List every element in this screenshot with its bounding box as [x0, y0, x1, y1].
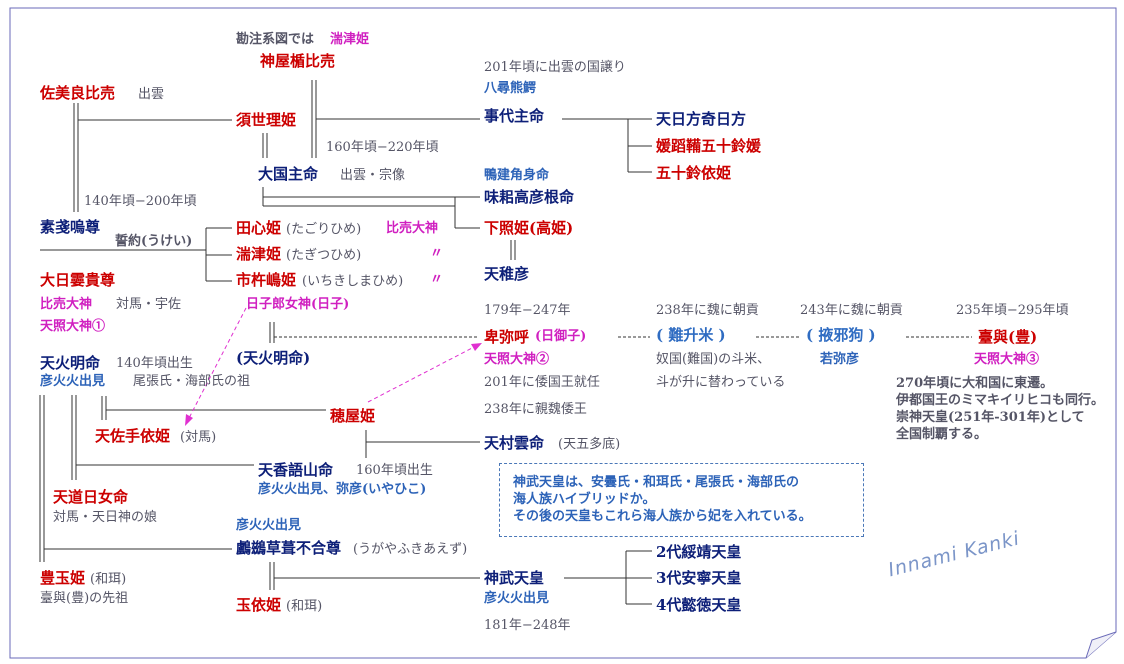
label-tagitsu-r: (たぎつひめ) [286, 248, 362, 263]
label-itoku: 4代懿徳天皇 [656, 596, 742, 614]
label-samira: 佐美良比売 [40, 84, 116, 102]
label-hoya: 穂屋姫 [330, 407, 376, 425]
note-box [499, 463, 864, 537]
label-suizei: 2代綏靖天皇 [656, 543, 742, 561]
label-tsushima-usa: 対馬・宇佐 [116, 297, 182, 312]
label-amaterasu1: 天照大神① [40, 319, 106, 334]
label-note2: 海人族ハイブリッドか。 [513, 492, 656, 507]
label-amesate: 天佐手依姫 [95, 427, 171, 445]
label-susanoo: 素戔嗚尊 [40, 218, 101, 236]
label-ditto2: 〃 [430, 272, 444, 287]
label-kanchu-name: 湍津姫 [330, 32, 370, 47]
label-nakoku: 奴国(難国)の斗米、 [656, 352, 771, 367]
label-hikohohode4: 彦火火出見 [484, 591, 550, 606]
label-owari: 尾張氏・海部氏の祖 [133, 374, 251, 389]
label-tagitsu: 湍津姫 [236, 245, 282, 263]
label-seiyaku: 誓約(うけい) [115, 234, 193, 249]
label-yakuyaku: ( 掖邪狗 ) [806, 326, 876, 344]
label-note1: 神武天皇は、安曇氏・和珥氏・尾張氏・海部氏の [513, 475, 800, 490]
label-east1: 270年頃に大和国に東遷。 [896, 376, 1054, 391]
label-year238b: 238年に親魏倭王 [484, 402, 587, 417]
label-wakayahiko: 若弥彦 [820, 352, 860, 367]
label-year140: 140年頃−200年頃 [84, 194, 197, 209]
label-amamurakumo: 天村雲命 [484, 434, 545, 452]
label-kamotaketsu: 鴨建角身命 [484, 168, 550, 183]
label-amaterasu2: 天照大神② [484, 352, 550, 367]
arrow-hoya-himiko [367, 345, 477, 403]
label-east4: 全国制覇する。 [896, 427, 988, 442]
label-year160b: 160年頃出生 [356, 463, 433, 478]
arrowhead-1 [185, 414, 193, 426]
label-toyotama-r: (和珥) [90, 572, 127, 587]
label-yahiro: 八尋熊鰐 [484, 81, 537, 96]
label-year235: 235年頃−295年頃 [956, 303, 1069, 318]
label-note3: その後の天皇もこれら海人族から妃を入れている。 [513, 509, 812, 524]
label-isuzuyori: 五十鈴依姫 [656, 164, 732, 182]
label-year140b: 140年頃出生 [116, 356, 193, 371]
label-nashime: ( 難升米 ) [656, 326, 726, 344]
label-ichiki-r: (いちきしまひめ) [302, 274, 404, 289]
label-amehigata: 天日方奇日方 [656, 110, 747, 128]
label-ugaya: 鸕鷀草葺不合尊 [236, 539, 342, 557]
label-kanchu: 勘注系図では [236, 32, 315, 47]
label-tsushima2: 対馬・天日神の娘 [53, 510, 158, 525]
label-izumo-munakata: 出雲・宗像 [340, 168, 406, 183]
label-ajisuki: 味耜高彦根命 [484, 188, 575, 206]
label-himiko-r: (日御子) [535, 329, 587, 344]
label-tagokori-r: (たごりひめ) [286, 222, 362, 237]
label-year179: 179年−247年 [484, 303, 571, 318]
label-hikohohode2: 彦火火出見、弥彦(いやひこ) [258, 482, 427, 497]
label-tomasu: 斗が升に替わっている [656, 375, 786, 390]
arrow-hiruko-amesate [187, 307, 247, 421]
label-amamurakumo-r: (天五多底) [558, 437, 621, 452]
label-hiruko: 日子郎女神(日子) [246, 297, 350, 312]
label-east3: 崇神天皇(251年-301年)として [896, 410, 1085, 425]
label-amenokaguyama: 天香語山命 [258, 461, 334, 479]
label-east2: 伊都国王のミマキイリヒコも同行。 [896, 393, 1105, 408]
label-ugaya-r: (うがやふきあえず) [353, 542, 468, 557]
label-year181: 181年−248年 [484, 618, 571, 633]
label-amaterasu3: 天照大神③ [974, 352, 1040, 367]
label-himeoo2: 比売大神 [40, 297, 93, 312]
label-year238: 238年に魏に朝貢 [656, 303, 759, 318]
label-hikohohode3: 彦火火出見 [236, 518, 302, 533]
label-suseri: 須世理姫 [236, 111, 297, 129]
label-toyo: 臺與(豊) [978, 328, 1038, 346]
label-toyotama: 豊玉姫 [40, 569, 86, 587]
label-year201: 201年頃に出雲の国譲り [484, 60, 626, 75]
label-ooh: 大日孁貴尊 [40, 271, 116, 289]
label-tamayori-r: (和珥) [286, 599, 323, 614]
label-amenohoakari: 天火明命 [40, 354, 101, 372]
label-himiko: 卑弥呼 [484, 328, 530, 346]
label-year160: 160年頃−220年頃 [326, 140, 439, 155]
label-himegami: 比売大神 [386, 221, 439, 236]
label-okuni: 大国主命 [258, 165, 319, 183]
label-ditto1: 〃 [430, 246, 444, 261]
label-annei: 3代安寧天皇 [656, 569, 742, 587]
label-amesate-r: (対馬) [180, 430, 217, 445]
label-izumo1: 出雲 [138, 87, 165, 102]
label-amenohoakari-p: (天火明命) [236, 349, 311, 367]
label-toyo-ancestor: 臺與(豊)の先祖 [40, 591, 129, 606]
label-kotoshiro: 事代主命 [484, 107, 545, 125]
folded-corner [1085, 631, 1117, 659]
label-amenohiko: 天稚彦 [484, 265, 530, 283]
label-tamayori: 玉依姫 [236, 596, 282, 614]
label-hikohohode1: 彦火火出見 [40, 374, 106, 389]
label-amemichi: 天道日女命 [53, 488, 129, 506]
label-shitateru: 下照姫(高姫) [484, 219, 574, 237]
label-ichiki: 市杵嶋姫 [236, 271, 297, 289]
label-tagokori: 田心姫 [236, 219, 282, 237]
arrowhead-2 [471, 343, 482, 351]
label-year201b: 201年に倭国王就任 [484, 375, 600, 390]
label-kamuyatate: 神屋楯比売 [260, 52, 336, 70]
label-himetatara: 媛蹈鞴五十鈴媛 [656, 137, 762, 155]
label-year243: 243年に魏に朝貢 [800, 303, 903, 318]
label-jimmu: 神武天皇 [484, 569, 545, 587]
